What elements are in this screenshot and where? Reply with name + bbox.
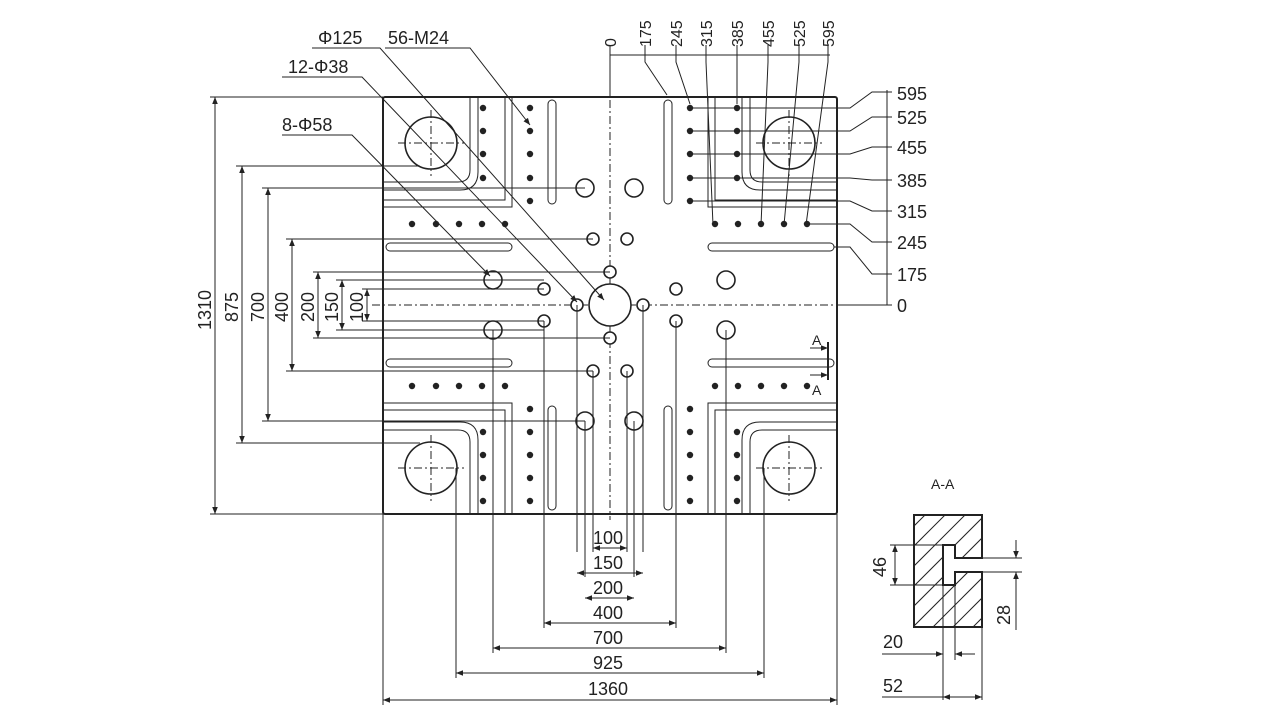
section-mark-bottom: A <box>812 382 822 398</box>
right-tick-245: 245 <box>897 233 927 253</box>
dim-bottom-150: 150 <box>593 553 623 573</box>
section-dim-52: 52 <box>883 676 903 696</box>
callout-center-hole: Φ125 <box>318 28 362 48</box>
top-tick-0: 0 <box>603 38 620 47</box>
dim-bottom-100: 100 <box>593 528 623 548</box>
right-tick-385: 385 <box>897 171 927 191</box>
section-dim-46: 46 <box>870 557 890 577</box>
dim-bottom-700: 700 <box>593 628 623 648</box>
callout-leaders <box>282 47 605 303</box>
top-scale <box>609 45 830 226</box>
left-dimensions <box>210 96 610 515</box>
top-tick-595: 595 <box>821 20 838 47</box>
right-scale <box>690 90 892 306</box>
callout-thread-holes: 56-M24 <box>388 28 449 48</box>
section-mark <box>810 342 829 380</box>
callout-holes-38: 12-Φ38 <box>288 57 348 77</box>
top-tick-175: 175 <box>638 20 655 47</box>
dim-1310: 1310 <box>195 290 215 330</box>
dim-bottom-200: 200 <box>593 578 623 598</box>
dim-150: 150 <box>322 292 342 322</box>
section-dim-28: 28 <box>994 605 1014 625</box>
dim-100: 100 <box>347 292 367 322</box>
bottom-dimensions <box>382 305 838 705</box>
dim-bottom-1360: 1360 <box>588 679 628 699</box>
top-tick-245: 245 <box>669 20 686 47</box>
right-tick-595: 595 <box>897 84 927 104</box>
right-tick-175: 175 <box>897 265 927 285</box>
dim-bottom-400: 400 <box>593 603 623 623</box>
right-tick-455: 455 <box>897 138 927 158</box>
top-tick-455: 455 <box>761 20 778 47</box>
section-dim-20: 20 <box>883 632 903 652</box>
top-tick-315: 315 <box>699 20 716 47</box>
thread-holes <box>408 104 811 505</box>
dim-200: 200 <box>298 292 318 322</box>
right-tick-525: 525 <box>897 108 927 128</box>
top-tick-385: 385 <box>730 20 747 47</box>
dim-400: 400 <box>272 292 292 322</box>
callout-holes-58: 8-Φ58 <box>282 115 332 135</box>
section-detail <box>882 514 1022 700</box>
section-mark-top: A <box>812 332 822 348</box>
dim-700: 700 <box>248 292 268 322</box>
right-tick-315: 315 <box>897 202 927 222</box>
right-tick-0: 0 <box>897 296 907 316</box>
corner-holes <box>398 110 822 501</box>
dim-bottom-925: 925 <box>593 653 623 673</box>
dim-875: 875 <box>222 292 242 322</box>
section-title: A-A <box>931 476 955 492</box>
top-tick-525: 525 <box>792 20 809 47</box>
